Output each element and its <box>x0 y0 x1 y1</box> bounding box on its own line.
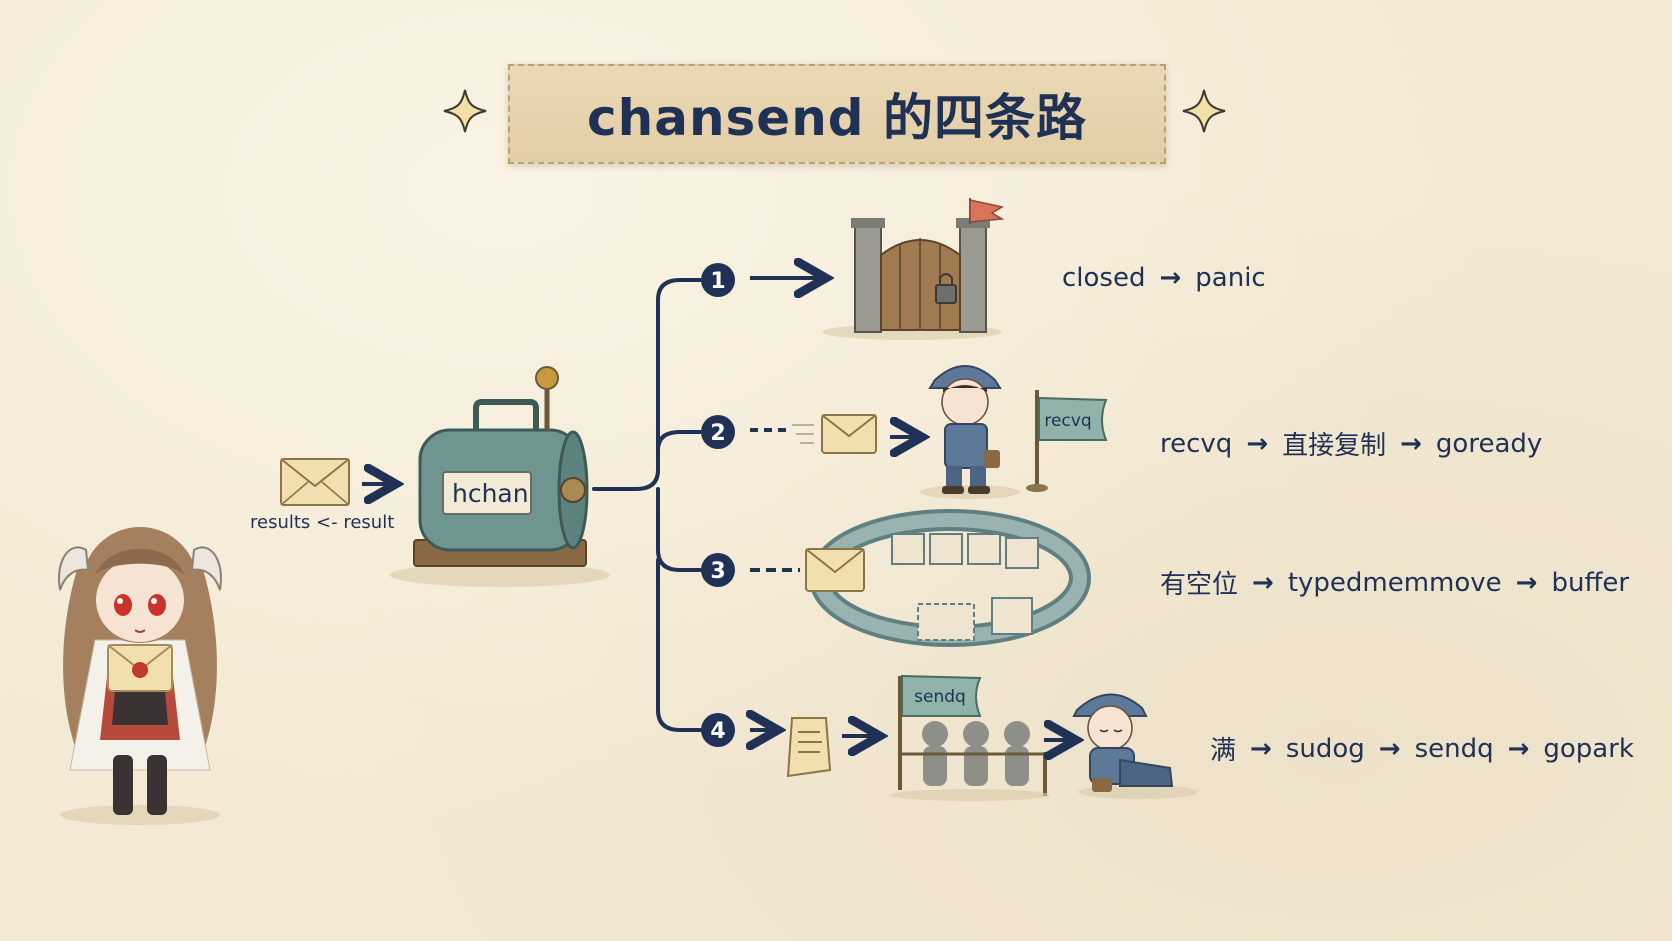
svg-text:recvq: recvq <box>1044 411 1091 431</box>
sparkle-left-icon <box>443 89 487 133</box>
path-4-label: 满 → sudog → sendq → gopark <box>1210 730 1634 767</box>
page-title: chansend 的四条路 <box>586 89 1088 147</box>
arrow-right-icon: → <box>1378 733 1401 764</box>
arrow-right-icon: → <box>1252 567 1274 598</box>
branch-lines <box>592 278 702 732</box>
badge-4: 4 <box>701 713 735 747</box>
sleeping-worker-icon <box>1072 693 1198 799</box>
path-4-step-1: 满 <box>1210 736 1237 766</box>
arrow-right-icon: → <box>1159 263 1182 293</box>
svg-text:sendq: sendq <box>914 687 966 707</box>
arrow-right-icon: → <box>1250 733 1272 764</box>
arrow-right-icon: → <box>1507 733 1530 764</box>
path-2-step-3: goready <box>1435 428 1543 459</box>
svg-text:3: 3 <box>710 559 725 584</box>
badge-2: 2 <box>701 415 735 449</box>
arrow-right-icon: → <box>1246 428 1269 459</box>
hchan-machine-icon <box>390 366 610 587</box>
badge-3: 3 <box>701 553 735 587</box>
sendq-queue-icon: sendq <box>890 674 1050 801</box>
path-1-step-1: closed <box>1062 263 1146 293</box>
svg-text:4: 4 <box>710 719 725 744</box>
path-2-step-2: 直接复制 <box>1282 431 1387 461</box>
path-2-label: recvq → 直接复制 → goready <box>1160 425 1542 462</box>
envelope-icon <box>280 458 350 506</box>
path-3-step-1: 有空位 <box>1160 570 1239 600</box>
badge-1: 1 <box>701 263 735 297</box>
path-3-step-2: typedmemmove <box>1287 567 1502 598</box>
sparkle-right-icon <box>1182 89 1226 133</box>
recvq-flag-icon: recvq <box>1026 390 1108 492</box>
path-4-step-2: sudog <box>1285 733 1365 764</box>
svg-text:1: 1 <box>710 269 725 294</box>
scroll-icon <box>786 717 832 778</box>
envelope-path-3-icon <box>805 548 865 592</box>
arrow-right-icon: → <box>1515 567 1538 598</box>
path-3-label: 有空位 → typedmemmove → buffer <box>1160 564 1629 601</box>
walking-worker-icon <box>920 365 1020 499</box>
path-3-step-3: buffer <box>1551 567 1630 598</box>
envelope-path-2-icon <box>792 414 877 454</box>
path-1-label: closed → panic <box>1062 263 1266 293</box>
path-1-step-2: panic <box>1195 263 1266 293</box>
girl-character-icon <box>58 527 222 825</box>
path-4-step-4: gopark <box>1543 733 1634 764</box>
path-4-step-3: sendq <box>1414 733 1494 764</box>
arrow-right-icon: → <box>1400 428 1422 459</box>
path-2-step-1: recvq <box>1160 428 1233 459</box>
title-banner: chansend 的四条路 <box>508 64 1166 164</box>
locked-gate-icon <box>822 198 1005 340</box>
svg-text:2: 2 <box>710 421 725 446</box>
sender-caption: results <- result <box>250 512 395 533</box>
hchan-label: hchan <box>452 479 529 508</box>
